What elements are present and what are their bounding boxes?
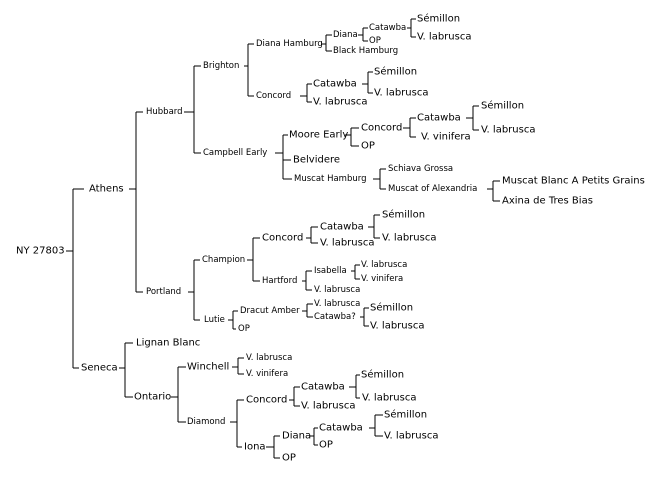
node-belvidere: Belvidere <box>293 155 340 166</box>
node-v-labrusca: V. labrusca <box>246 353 292 363</box>
node-catawba: Catawba <box>313 79 357 90</box>
node-campbell-early: Campbell Early <box>203 148 267 158</box>
node-seneca: Seneca <box>81 363 118 374</box>
node-semillon: Sémillon <box>417 13 460 25</box>
node-catawba: Catawba <box>417 113 461 124</box>
node-concord: Concord <box>256 91 291 101</box>
node-isabella: Isabella <box>314 266 347 276</box>
node-concord: Concord <box>262 233 303 244</box>
node-v-labrusca: V. labrusca <box>481 125 535 136</box>
node-catawba: Catawba <box>301 382 345 393</box>
node-semillon: Sémillon <box>370 302 413 314</box>
node-v-labrusca: V. labrusca <box>370 321 424 332</box>
node-catawba: Catawba <box>319 423 363 434</box>
node-v-labrusca: V. labrusca <box>362 393 416 404</box>
node-ny-27803: NY 27803 <box>16 246 65 257</box>
node-muscat-of-alexandria: Muscat of Alexandria <box>388 184 477 194</box>
node-v-labrusca: V. labrusca <box>320 238 374 249</box>
node-v-labrusca: V. labrusca <box>384 431 438 442</box>
node-hubbard: Hubbard <box>146 107 183 117</box>
node-black-hamburg: Black Hamburg <box>333 46 398 56</box>
node-op: OP <box>361 141 375 152</box>
node-catawba: Catawba <box>320 222 364 233</box>
node-v-labrusca: V. labrusca <box>417 32 471 43</box>
node-moore-early: Moore Early <box>289 130 348 141</box>
node-iona: Iona <box>244 442 266 453</box>
node-lignan-blanc: Lignan Blanc <box>136 338 200 349</box>
node-concord: Concord <box>246 395 287 406</box>
node-semillon: Sémillon <box>361 369 404 381</box>
node-semillon: Sémillon <box>384 409 427 421</box>
node-concord: Concord <box>361 123 402 134</box>
node-op: OP <box>369 36 381 46</box>
node-v-labrusca: V. labrusca <box>374 88 428 99</box>
node-schiava-grossa: Schiava Grossa <box>388 164 453 174</box>
node-semillon: Sémillon <box>374 66 417 78</box>
node-v-labrusca: V. labrusca <box>314 285 360 295</box>
node-portland: Portland <box>146 287 181 297</box>
node-v-labrusca: V. labrusca <box>301 401 355 412</box>
tree-labels: NY 27803 Athens Seneca Hubbard Portland … <box>16 13 645 464</box>
node-muscat-hamburg: Muscat Hamburg <box>294 174 366 184</box>
node-diana: Diana <box>282 431 311 442</box>
node-op: OP <box>319 440 333 451</box>
node-athens: Athens <box>89 184 124 195</box>
node-diamond: Diamond <box>187 417 225 427</box>
tree-edges <box>66 18 500 459</box>
node-hartford: Hartford <box>262 276 297 286</box>
node-v-vinifera: V. vinifera <box>421 132 471 143</box>
node-v-labrusca: V. labrusca <box>314 299 360 309</box>
node-axina-de-tres-bias: Axina de Tres Bias <box>502 196 593 207</box>
node-semillon: Sémillon <box>481 100 524 112</box>
node-champion: Champion <box>202 255 245 265</box>
node-winchell: Winchell <box>187 362 229 373</box>
node-muscat-blanc: Muscat Blanc A Petits Grains <box>502 176 645 187</box>
node-ontario: Ontario <box>134 392 171 403</box>
node-op: OP <box>282 453 296 464</box>
node-op: OP <box>238 324 250 334</box>
node-v-labrusca: V. labrusca <box>382 233 436 244</box>
node-catawba: Catawba? <box>314 312 356 322</box>
node-brighton: Brighton <box>203 61 239 71</box>
node-v-labrusca: V. labrusca <box>361 260 407 270</box>
node-v-vinifera: V. vinifera <box>246 369 288 379</box>
node-diana: Diana <box>333 30 358 40</box>
node-catawba: Catawba <box>369 23 406 33</box>
node-lutie: Lutie <box>204 315 225 325</box>
node-dracut-amber: Dracut Amber <box>240 306 300 316</box>
node-diana-hamburg: Diana Hamburg <box>256 39 323 49</box>
node-v-labrusca: V. labrusca <box>313 97 367 108</box>
node-semillon: Sémillon <box>382 209 425 221</box>
node-v-vinifera: V. vinifera <box>361 274 403 284</box>
